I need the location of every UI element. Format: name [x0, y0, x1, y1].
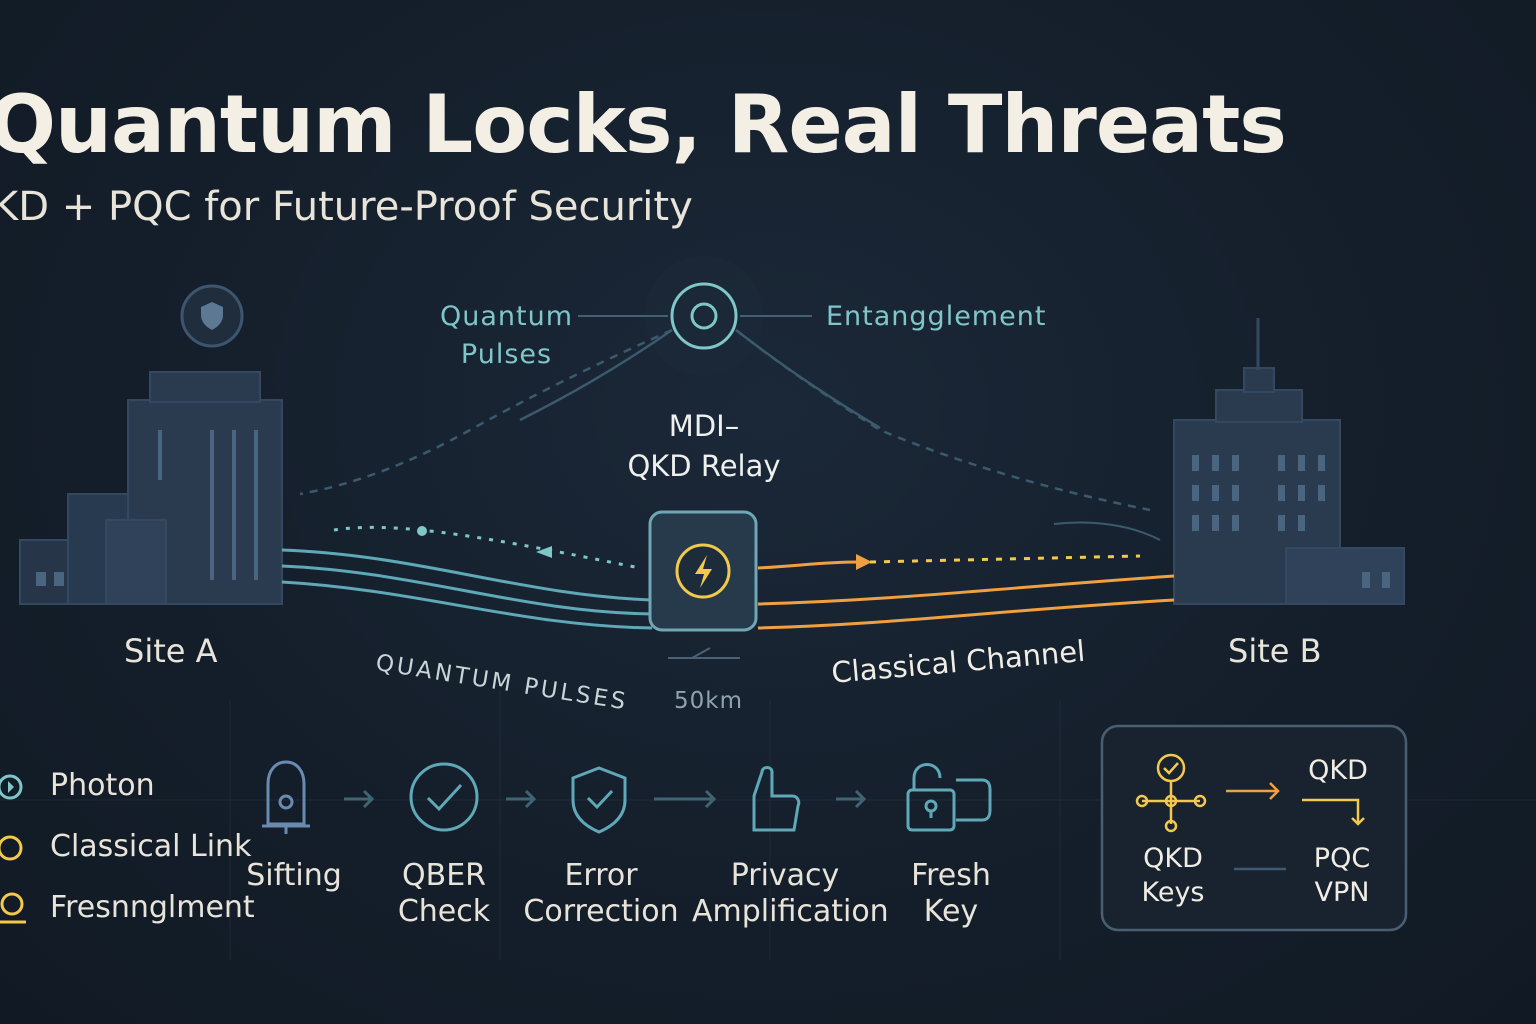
step-error-correction: Error Correction [523, 858, 679, 929]
step-qber-check: QBER Check [397, 858, 491, 929]
thumb-icon [752, 766, 801, 832]
step-privacy-amplification: Privacy Amplification [692, 858, 889, 929]
box-qkd-keys: QKD Keys [1141, 843, 1205, 908]
box-pqc-vpn: PQC VPN [1313, 843, 1371, 908]
bell-icon [266, 760, 306, 826]
pin-icon [0, 892, 24, 916]
relay-label-line2: QKD Relay [627, 449, 781, 483]
site-a-building [19, 371, 283, 605]
relay-label-line1: MDI– [668, 409, 740, 443]
box-qkd: QKD [1308, 755, 1368, 786]
quantum-pulses-label: Quantum Pulses [440, 301, 574, 370]
site-b-label: Site B [1228, 632, 1322, 670]
legend-item-photon: Photon [50, 768, 155, 803]
relay-label: MDI– QKD Relay [616, 406, 792, 486]
shield-check-icon [571, 766, 627, 834]
site-b-building [1173, 367, 1405, 605]
page-title: Quantum Locks, Real Threats [0, 78, 1287, 171]
legend-item-classical-link: Classical Link [50, 829, 252, 864]
legend-icons [0, 774, 26, 924]
photon-icon [0, 774, 23, 800]
distance-label: 50km [674, 688, 743, 714]
legend-item-fresnnglment: Fresnnglment [50, 890, 255, 925]
check-circle-icon [409, 762, 479, 832]
entanglement-source-icon [670, 282, 738, 350]
unlock-icon [906, 788, 956, 832]
step-fresh-key: Fresh Key [911, 858, 991, 929]
summary-box [1100, 724, 1408, 932]
entanglement-label: Entangglement [826, 301, 1047, 332]
site-a-label: Site A [124, 632, 218, 670]
classical-link-icon [0, 835, 23, 861]
step-sifting: Sifting [246, 858, 342, 893]
page-subtitle: KD + PQC for Future-Proof Security [0, 184, 693, 230]
